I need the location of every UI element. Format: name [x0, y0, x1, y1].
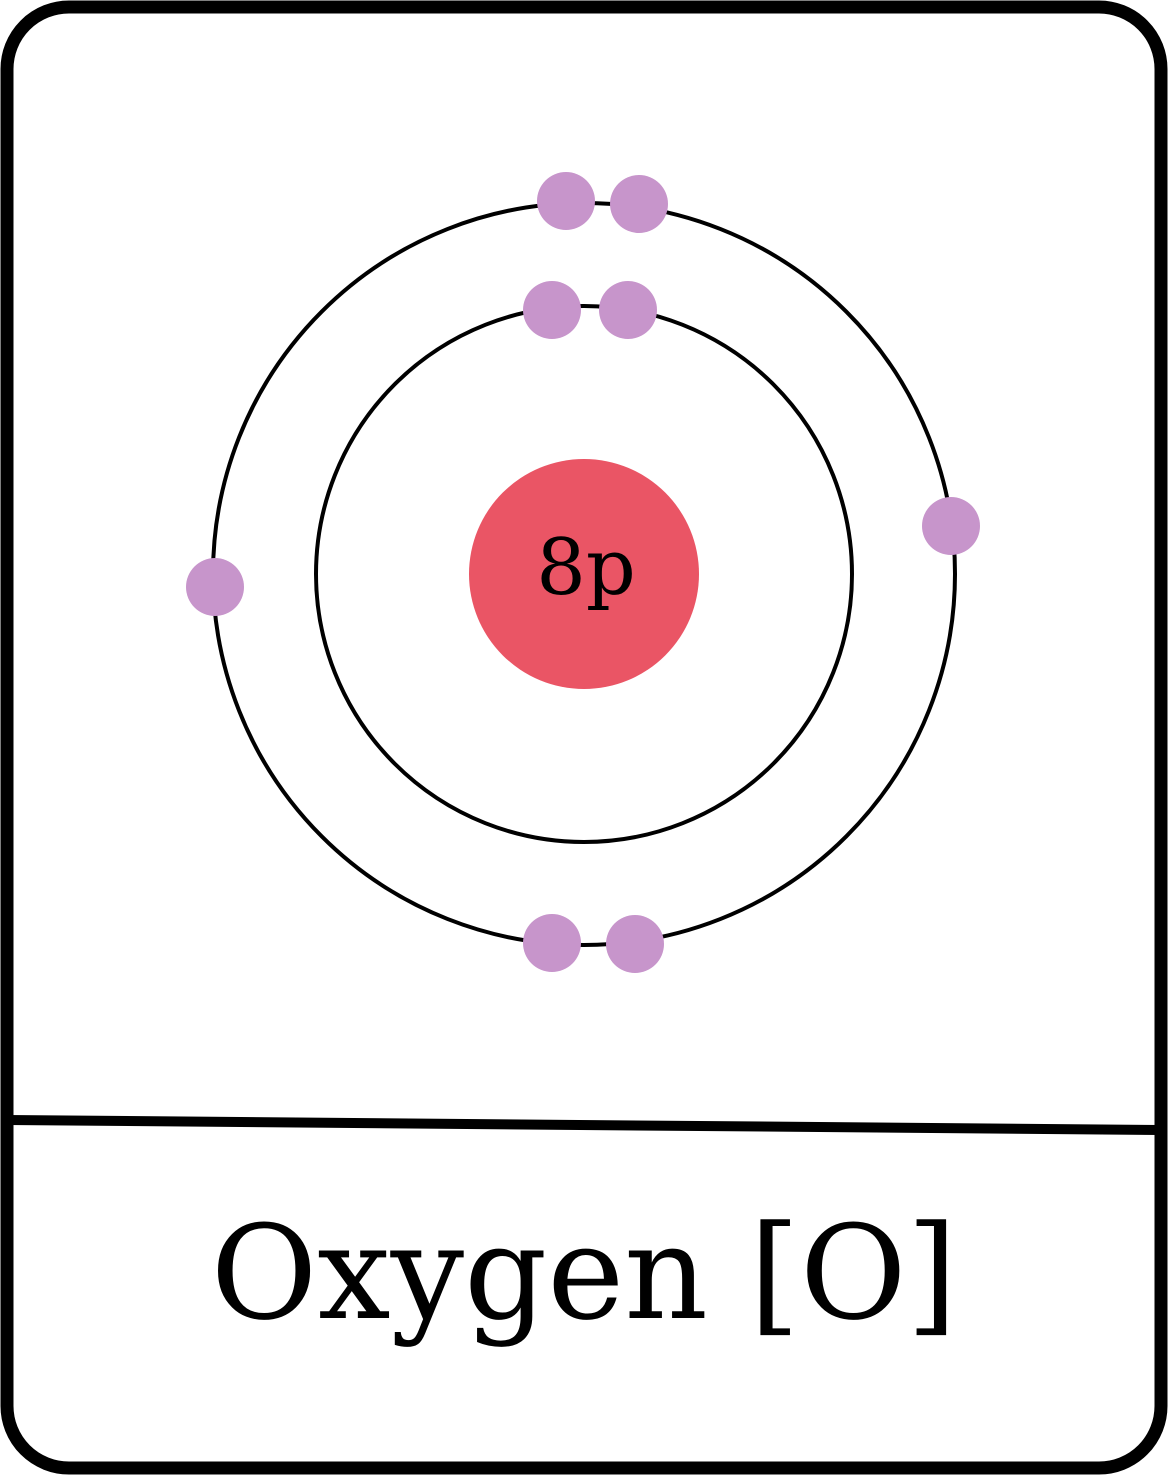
outer-electron [537, 172, 595, 230]
inner-electron [599, 281, 657, 339]
inner-shell-ring [314, 304, 854, 844]
outer-electron [186, 558, 244, 616]
outer-electron [922, 497, 980, 555]
outer-electron [606, 915, 664, 973]
nucleus-label: 8p [536, 523, 636, 613]
outer-electron [523, 914, 581, 972]
nucleus [469, 459, 699, 689]
element-caption: Oxygen [O] [211, 1197, 958, 1349]
outer-electron [610, 175, 668, 233]
inner-electron [523, 281, 581, 339]
card-divider [6, 1115, 1162, 1135]
